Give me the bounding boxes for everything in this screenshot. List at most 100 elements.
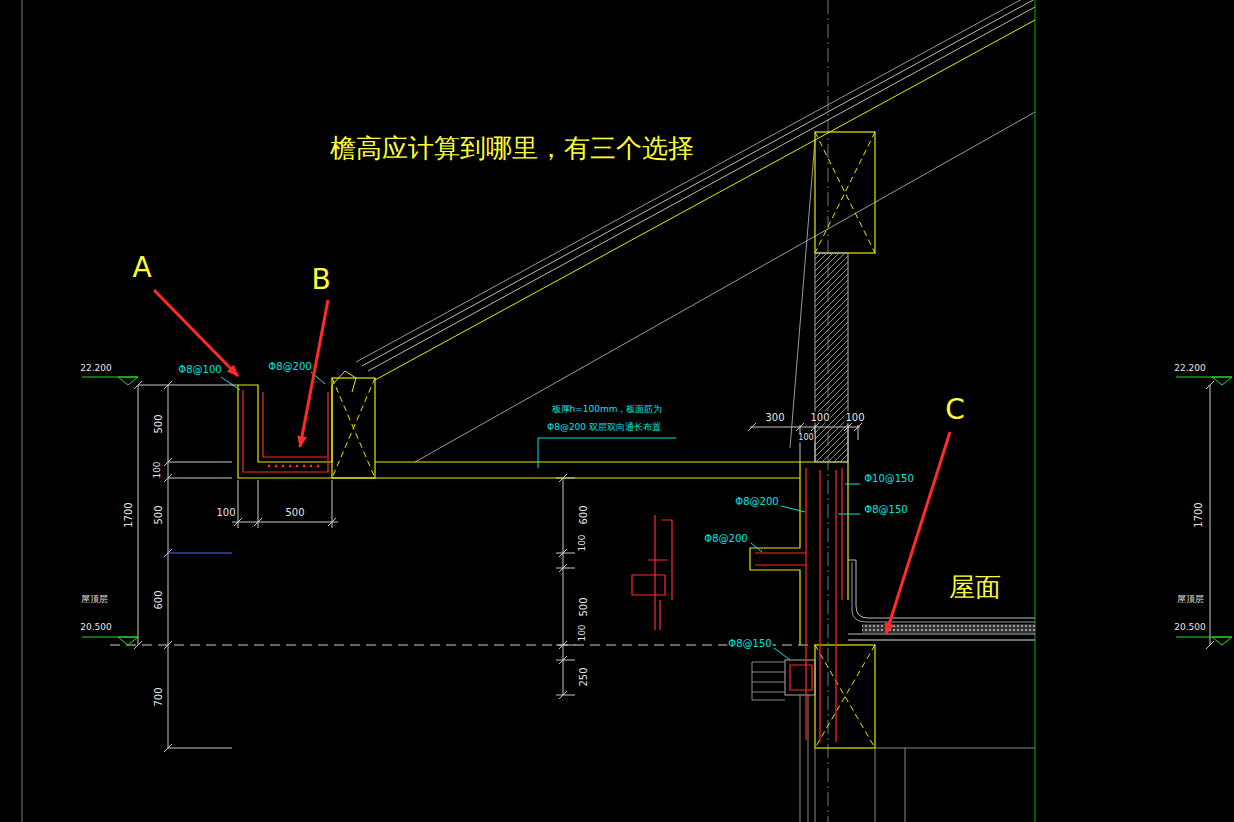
dimension: 300 <box>764 412 785 423</box>
dimension: 100 <box>153 460 163 479</box>
rebar-detail <box>632 515 672 630</box>
ceiling-line <box>875 748 1035 749</box>
extension-line <box>138 385 238 386</box>
roof-label: 屋面 <box>948 573 1002 602</box>
callout-arrow <box>300 300 328 447</box>
dimension-line <box>138 385 139 645</box>
roof-slope <box>332 0 1035 462</box>
extension-line <box>238 480 332 528</box>
callout-arrow <box>154 290 238 376</box>
elevation-value: 20.500 <box>1173 623 1207 633</box>
roof-line <box>356 0 1035 362</box>
rebar-note: Φ8@200 <box>703 533 748 544</box>
rebar-line <box>806 468 842 742</box>
lintel-lines <box>752 662 785 700</box>
wall-and-roof <box>752 253 1035 822</box>
leader-line <box>781 506 805 512</box>
dimension: 100 <box>578 533 588 552</box>
rebar-note: Φ10@150 <box>863 473 915 484</box>
question-note: 檐高应计算到哪里，有三个选择 <box>329 134 695 163</box>
small-beam <box>785 660 815 695</box>
level-line <box>110 645 815 646</box>
dimension-line <box>750 427 860 428</box>
leader-line <box>538 438 676 468</box>
rebar-dots <box>268 465 322 468</box>
rebar-note: Φ8@200 <box>267 361 312 372</box>
leader-line <box>838 514 860 515</box>
callout-arrow <box>886 432 950 634</box>
gutter-outline <box>238 385 332 462</box>
dimension: 1700 <box>123 501 134 528</box>
rebar-line <box>243 390 328 472</box>
dimension-ticks <box>1206 381 1214 649</box>
dimension: 100 <box>844 412 865 423</box>
roof-line <box>415 112 1035 462</box>
rebar-line <box>755 553 806 565</box>
slab-note: 板厚h=100mm，板面筋为 <box>551 405 664 415</box>
dimension-ticks <box>134 381 142 649</box>
beam-cross <box>332 378 375 478</box>
beam-section <box>815 645 875 748</box>
dimension: 700 <box>153 686 164 707</box>
dimension: 500 <box>578 596 589 617</box>
dimension: 100 <box>797 434 814 443</box>
slab-note: Φ8@200 双层双向通长布置 <box>546 423 662 433</box>
roof-layer <box>852 562 1035 622</box>
beam-crosses <box>332 132 875 748</box>
dimension-ticks <box>748 423 862 431</box>
dimension: 250 <box>578 666 589 687</box>
rebar-note: Φ8@150 <box>727 638 772 649</box>
roof-line <box>362 0 1035 366</box>
callout-arrows <box>154 290 950 634</box>
elevation-value: 22.200 <box>79 364 113 374</box>
rebar-line <box>263 392 327 457</box>
roof-line <box>790 140 815 448</box>
beam-cross <box>815 132 875 253</box>
elevation-value: 20.500 <box>79 623 113 633</box>
extension-line <box>168 462 232 748</box>
roof-line <box>375 20 1035 380</box>
dimension: 500 <box>153 413 164 434</box>
roof-layer <box>848 560 1035 618</box>
slab-line <box>375 461 800 462</box>
dimension: 500 <box>153 504 164 525</box>
leader-line <box>845 484 860 485</box>
leader-lines <box>221 372 860 660</box>
leader-line <box>751 543 762 552</box>
beam-section <box>332 378 375 478</box>
tile-hook <box>332 371 356 392</box>
beam-section <box>815 132 875 253</box>
dimension-ticks <box>164 381 172 752</box>
roof-layer <box>848 634 1035 635</box>
rebar-note: Φ8@100 <box>177 364 222 375</box>
dimension: 1700 <box>1193 501 1204 528</box>
dimension: 100 <box>809 412 830 423</box>
dimension-line <box>232 522 338 523</box>
frame-lines <box>22 0 1035 822</box>
leader-line <box>774 648 790 660</box>
column-outline <box>800 462 848 600</box>
callout-letter: B <box>310 265 331 296</box>
elevation-symbol <box>82 377 138 385</box>
elevation-markers <box>82 377 1232 645</box>
roof-line <box>368 7 1035 371</box>
dimension-lines <box>134 381 1214 752</box>
dimension: 600 <box>578 504 589 525</box>
level-name: 屋顶层 <box>1176 595 1205 605</box>
rebar-note: Φ8@150 <box>863 504 908 515</box>
rebar-line <box>790 665 812 690</box>
elevation-symbol <box>82 637 138 645</box>
dimension-line <box>168 385 169 748</box>
dimension-line <box>1210 385 1211 645</box>
extension-line <box>168 553 232 554</box>
frame-lines-lower <box>800 695 905 822</box>
callout-letter: C <box>944 395 966 426</box>
elevation-symbol <box>1176 377 1232 385</box>
concrete-outline <box>238 132 875 748</box>
elevation-value: 22.200 <box>1173 364 1207 374</box>
level-name: 屋顶层 <box>80 595 109 605</box>
extension-line <box>800 425 858 462</box>
frame-line <box>22 0 23 822</box>
